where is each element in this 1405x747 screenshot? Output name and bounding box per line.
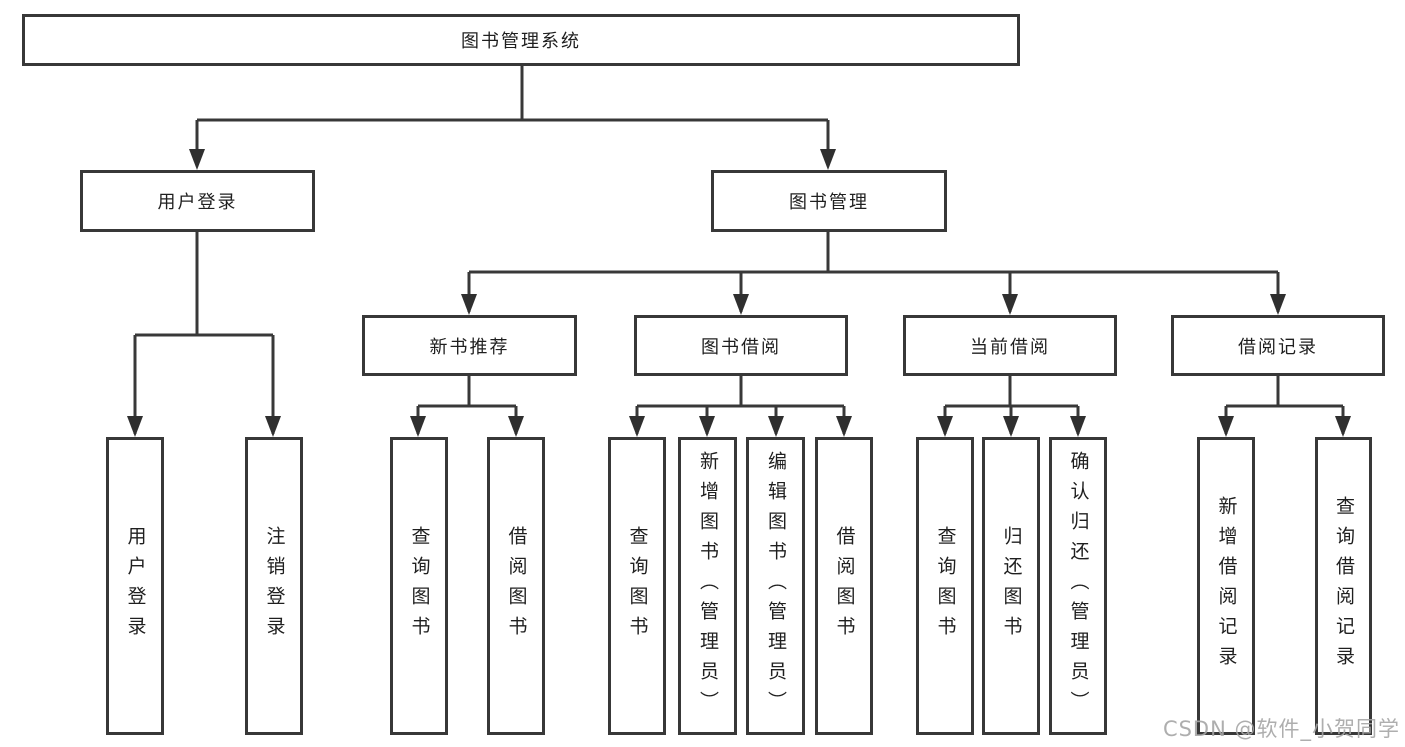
edge-new-book-recommend: [416, 376, 518, 434]
arrow-icon: [1218, 416, 1234, 437]
leaf-label: 归还图书: [1000, 526, 1023, 646]
leaf-label: 查询图书: [626, 526, 649, 646]
leaf-label: 查询图书: [934, 526, 957, 646]
leaf-label: 新增图书（管理员）: [697, 451, 719, 721]
edge-book-borrowing: [635, 376, 846, 434]
arrow-icon: [733, 294, 749, 315]
arrow-icon: [1335, 416, 1351, 437]
arrow-icon: [265, 416, 281, 437]
arrowheads: [127, 149, 1351, 437]
leaf-confirm-return-admin: 确认归还（管理员）: [1049, 437, 1107, 735]
watermark: CSDN @软件_小贺同学: [1162, 717, 1400, 741]
leaf-borrow-books: 借阅图书: [815, 437, 873, 735]
leaf-edit-books-admin: 编辑图书（管理员）: [746, 437, 805, 735]
arrow-icon: [937, 416, 953, 437]
leaf-add-books-admin: 新增图书（管理员）: [678, 437, 737, 735]
arrow-icon: [1002, 294, 1018, 315]
arrow-icon: [820, 149, 836, 170]
node-book-management: 图书管理: [711, 170, 947, 232]
leaf-label: 确认归还（管理员）: [1067, 451, 1090, 721]
leaf-label: 新增借阅记录: [1215, 496, 1238, 676]
leaf-query-books-recommend: 查询图书: [390, 437, 448, 735]
leaf-label: 借阅图书: [833, 526, 856, 646]
arrow-icon: [189, 149, 205, 170]
leaf-borrow-books-recommend: 借阅图书: [487, 437, 545, 735]
node-user-login: 用户登录: [80, 170, 315, 232]
leaf-query-books-current: 查询图书: [916, 437, 974, 735]
node-new-book-recommend: 新书推荐: [362, 315, 577, 376]
arrow-icon: [1070, 416, 1086, 437]
leaf-query-books-borrowing: 查询图书: [608, 437, 666, 735]
arrow-icon: [836, 416, 852, 437]
edge-root: [195, 66, 830, 166]
leaf-return-books: 归还图书: [982, 437, 1040, 735]
arrow-icon: [410, 416, 426, 437]
edge-book-management: [467, 232, 1280, 312]
arrow-icon: [699, 416, 715, 437]
arrow-icon: [508, 416, 524, 437]
leaf-add-borrow-record: 新增借阅记录: [1197, 437, 1255, 735]
arrow-icon: [629, 416, 645, 437]
node-borrowing-records: 借阅记录: [1171, 315, 1385, 376]
leaf-label: 注销登录: [263, 526, 286, 646]
leaf-query-borrow-record: 查询借阅记录: [1315, 437, 1372, 735]
node-current-borrowing: 当前借阅: [903, 315, 1117, 376]
arrow-icon: [768, 416, 784, 437]
leaf-logout: 注销登录: [245, 437, 303, 735]
node-library-management-system: 图书管理系统: [22, 14, 1020, 66]
node-book-borrowing: 图书借阅: [634, 315, 848, 376]
leaf-label: 查询图书: [408, 526, 431, 646]
arrow-icon: [461, 294, 477, 315]
leaf-label: 借阅图书: [505, 526, 528, 646]
arrow-icon: [127, 416, 143, 437]
arrow-icon: [1003, 416, 1019, 437]
leaf-user-login: 用户登录: [106, 437, 164, 735]
leaf-label: 查询借阅记录: [1333, 496, 1355, 676]
leaf-label: 用户登录: [124, 526, 147, 646]
edge-borrowing-records: [1224, 376, 1345, 434]
leaf-label: 编辑图书（管理员）: [765, 451, 787, 721]
edge-user-login: [133, 232, 275, 434]
arrow-icon: [1270, 294, 1286, 315]
